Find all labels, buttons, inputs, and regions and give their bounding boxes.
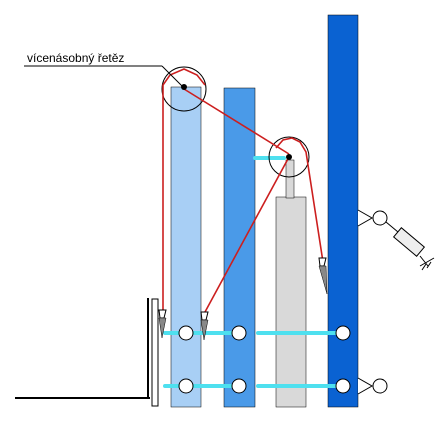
hook-shade-carriage — [200, 319, 209, 341]
hatch-line — [419, 257, 435, 267]
fork-plate — [151, 298, 159, 407]
hatch-line — [421, 263, 427, 271]
pivot-joint — [231, 378, 247, 394]
chain-strand-pulley-to-carriage — [204, 156, 290, 313]
cylinder-pulley — [268, 136, 310, 178]
chain-strand-pulley-to-right — [275, 137, 324, 263]
tilt-cylinder — [357, 209, 435, 395]
chain-strand-top-to-pulley — [183, 88, 290, 155]
hook-shade-right — [318, 265, 328, 295]
mast-column-outer — [327, 14, 359, 408]
chain-label: vícenásobný řetěz — [27, 51, 124, 65]
pulley-hub — [286, 154, 292, 160]
chain-anchor-carriage — [200, 311, 209, 321]
hatch-line — [426, 261, 432, 269]
tilt-anchor-hatch — [419, 257, 435, 271]
chain-anchor-left — [158, 309, 167, 319]
pivot-joint — [335, 325, 351, 341]
tilt-rod — [385, 221, 399, 233]
pivot-joints — [178, 325, 351, 394]
sprocket-hub — [181, 84, 187, 90]
hook-shade-left — [158, 317, 167, 339]
mast-column-inner — [170, 86, 202, 408]
chain-strand-left — [162, 68, 206, 310]
lift-cylinder-body — [275, 196, 307, 408]
link-bars — [163, 156, 344, 388]
tilt-cylinder-bracket — [357, 209, 374, 227]
tilt-anchor-post — [419, 255, 429, 267]
tilt-lower-bracket — [357, 377, 374, 395]
chain-label-leader — [161, 65, 183, 87]
lift-cylinder-rod — [285, 159, 295, 199]
top-sprocket — [161, 66, 207, 112]
pivot-joint — [231, 325, 247, 341]
pivot-joint — [178, 378, 194, 394]
tilt-pivot-upper — [372, 210, 388, 226]
pivot-joint — [335, 378, 351, 394]
pivot-joint — [178, 325, 194, 341]
tilt-cylinder-body — [392, 227, 426, 257]
chain — [162, 68, 324, 313]
tilt-pivot-lower — [372, 378, 388, 394]
chain-anchor-right — [318, 257, 327, 267]
